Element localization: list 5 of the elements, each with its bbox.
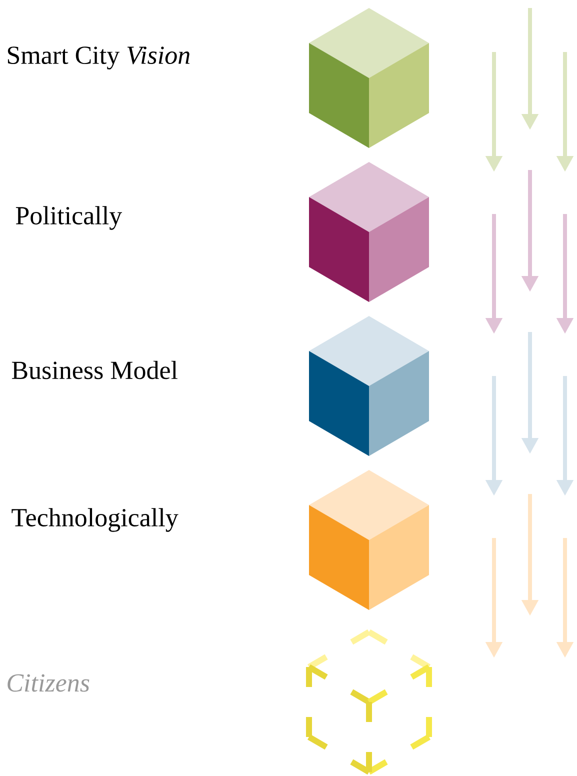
- row-label: Technologically: [12, 508, 178, 532]
- row-label: Smart City Vision: [8, 46, 190, 70]
- row-label: Politically: [16, 206, 122, 230]
- row-label: Citizens: [8, 674, 90, 692]
- row-label: Business Model: [12, 360, 178, 380]
